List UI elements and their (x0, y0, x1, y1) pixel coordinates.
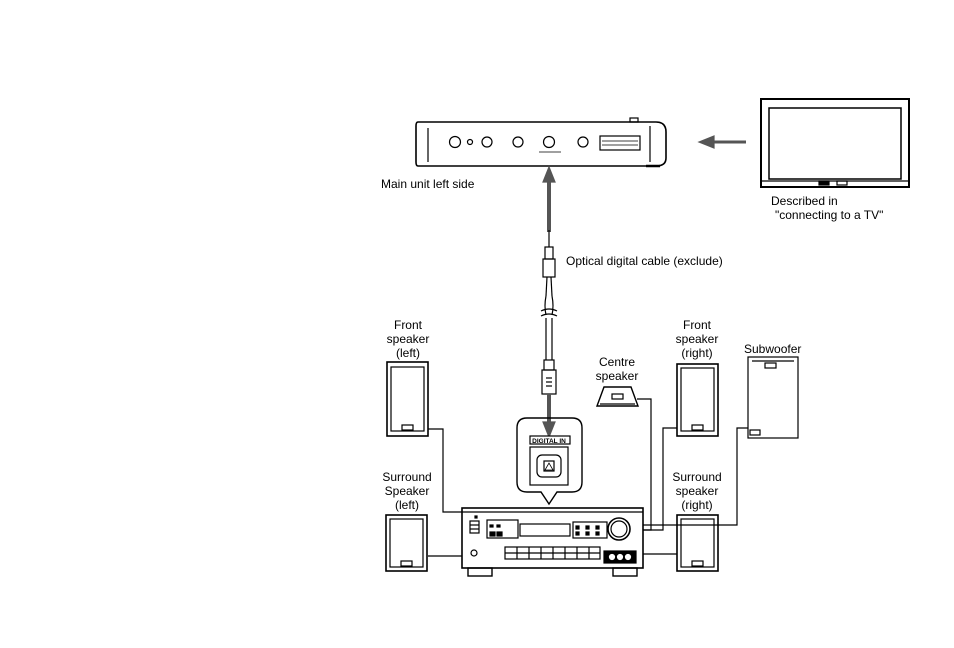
receiver-icon (462, 508, 643, 576)
surround-right-label-2: speaker (664, 484, 730, 498)
centre-label-2: speaker (587, 369, 647, 383)
speaker-icon (677, 364, 718, 436)
front-right-label-1: Front (667, 318, 727, 332)
surround-right-label-3: (right) (664, 498, 730, 512)
arrow-left-icon (699, 136, 746, 148)
front-right-label-3: (right) (667, 346, 727, 360)
tv-note-line1: Described in (771, 194, 838, 208)
surround-left-label-1: Surround (374, 470, 440, 484)
centre-label-1: Centre (587, 355, 647, 369)
front-right-label-2: speaker (667, 332, 727, 346)
subwoofer-label: Subwoofer (744, 342, 801, 356)
centre-speaker-icon (597, 387, 638, 406)
optical-cable-label: Optical digital cable (exclude) (566, 254, 723, 268)
front-left-label-3: (left) (378, 346, 438, 360)
front-left-label-1: Front (378, 318, 438, 332)
tv-note-line2: "connecting to a TV" (775, 208, 883, 222)
front-left-label-2: speaker (378, 332, 438, 346)
speaker-icon (386, 515, 427, 571)
surround-right-label-1: Surround (664, 470, 730, 484)
main-unit-label: Main unit left side (381, 177, 474, 191)
main-unit-icon (416, 118, 666, 166)
digital-in-label: DIGITAL IN (532, 438, 566, 445)
surround-left-label-3: (left) (374, 498, 440, 512)
speaker-icon (677, 515, 718, 571)
tv-icon (761, 99, 909, 187)
optical-plug-icon (541, 167, 557, 437)
speaker-icon (387, 362, 428, 436)
subwoofer-icon (748, 357, 798, 438)
surround-left-label-2: Speaker (374, 484, 440, 498)
